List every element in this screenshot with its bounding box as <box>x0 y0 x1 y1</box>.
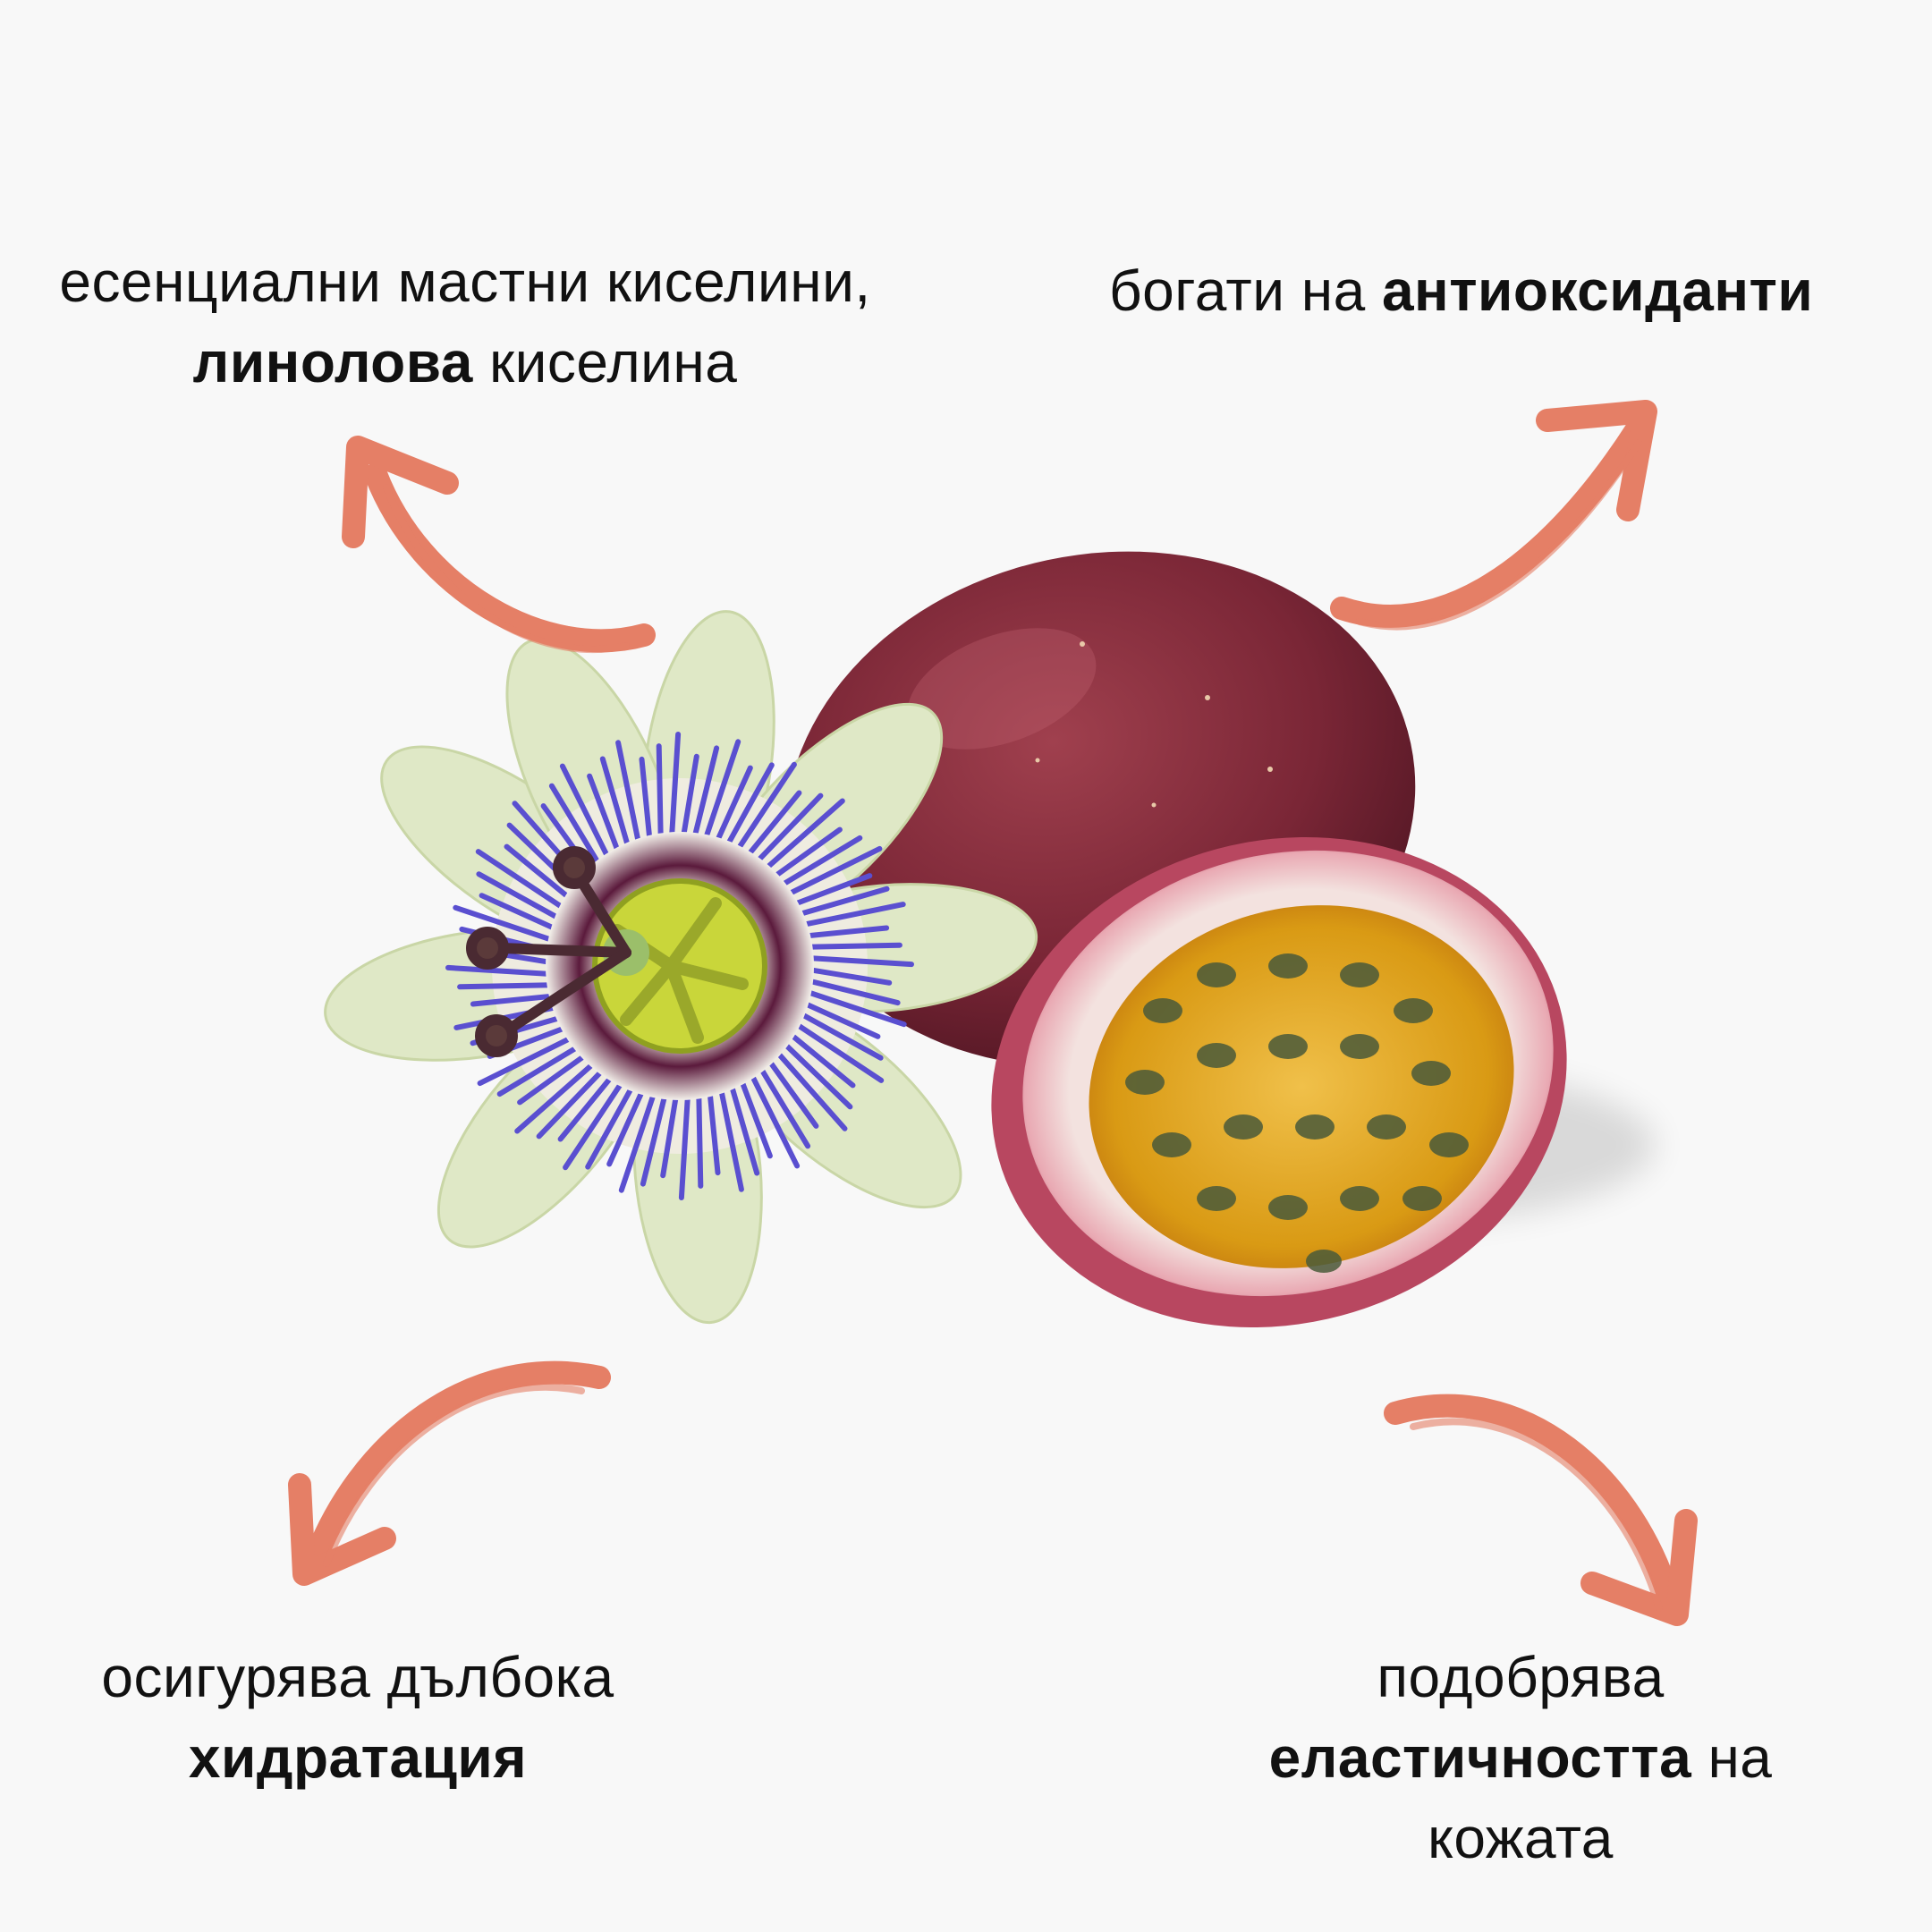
caption-line: еластичността на <box>1163 1717 1878 1798</box>
caption-fatty-acids: есенциални мастни киселини, линолова кис… <box>0 242 930 402</box>
caption-bold: еластичността <box>1268 1725 1692 1790</box>
caption-bold: хидратация <box>188 1725 528 1790</box>
caption-line: линолова киселина <box>0 322 930 402</box>
caption-antioxidants: богати на антиоксиданти <box>1109 250 1932 331</box>
caption-line: кожата <box>1428 1806 1614 1870</box>
caption-text: киселина <box>472 330 738 394</box>
caption-line: есенциални мастни киселини, <box>59 250 871 314</box>
caption-bold: антиоксиданти <box>1381 258 1814 323</box>
seeds <box>1125 953 1469 1273</box>
halved-passion-fruit <box>991 836 1567 1328</box>
arrow-bottom-left <box>288 1360 611 1586</box>
arrow-top-right <box>1330 400 1657 631</box>
caption-hydration: осигурява дълбока хидратация <box>0 1637 716 1798</box>
caption-line: хидратация <box>0 1717 716 1798</box>
stigmas <box>466 846 631 1057</box>
caption-text: богати на <box>1109 258 1382 323</box>
caption-line: подобрява <box>1377 1645 1665 1709</box>
caption-line: осигурява дълбока <box>101 1645 614 1709</box>
caption-bold: линолова <box>192 330 473 394</box>
arrow-bottom-right <box>1384 1394 1698 1626</box>
arrow-top-left <box>342 436 656 654</box>
passion-flower <box>324 610 1038 1325</box>
caption-elasticity: подобрява еластичността на кожата <box>1163 1637 1878 1878</box>
caption-text: на <box>1691 1725 1773 1790</box>
